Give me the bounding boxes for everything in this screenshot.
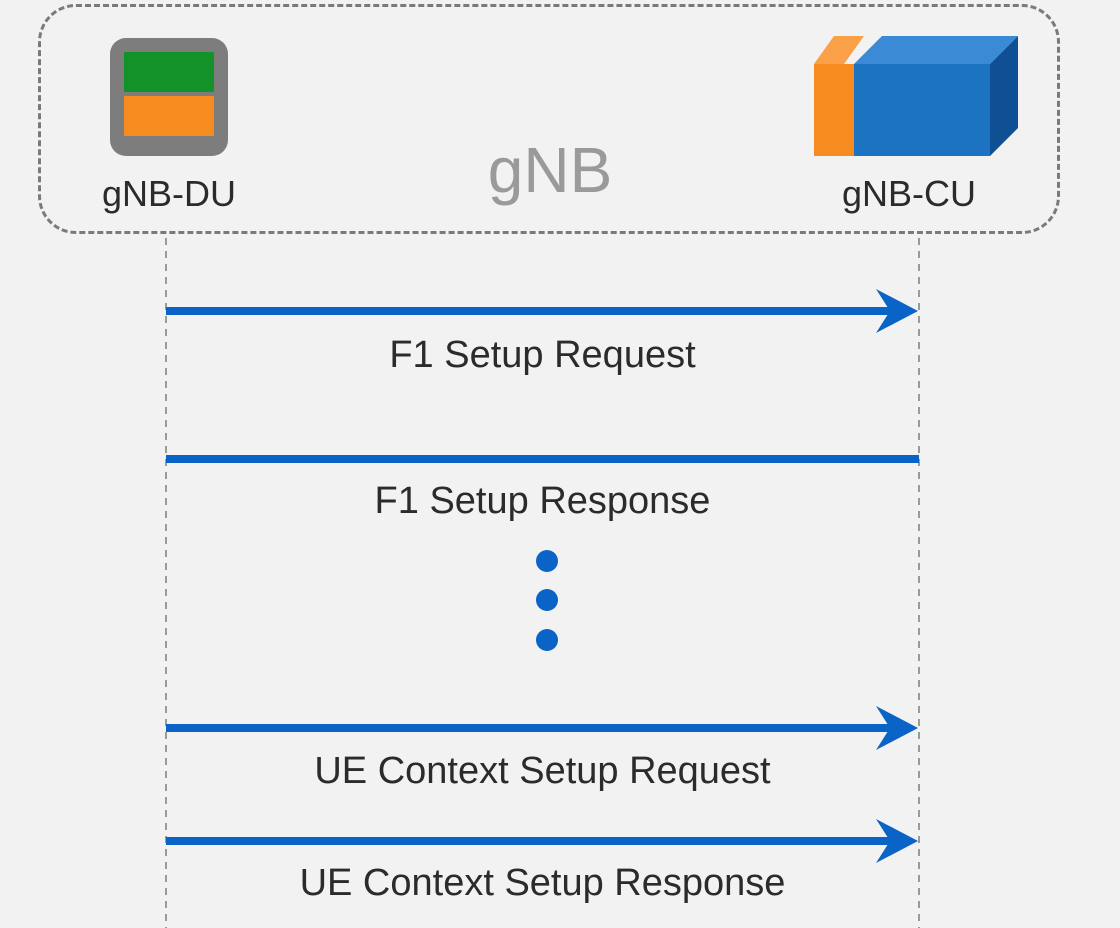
cu-block-icon <box>814 36 1018 156</box>
gnb-du-label: gNB-DU <box>101 173 236 214</box>
ellipsis-dot-1 <box>536 550 558 572</box>
cu-blue-top <box>854 36 1018 64</box>
ellipsis-dot-2 <box>536 589 558 611</box>
cu-orange-front <box>814 64 858 156</box>
du-module-icon <box>110 38 228 156</box>
msg-ue-context-setup-request-head <box>876 706 918 750</box>
msg-ue-context-setup-response-head <box>876 819 918 863</box>
du-green-block <box>124 52 214 92</box>
cu-orange-top <box>814 36 864 64</box>
msg-f1-setup-request-head <box>876 289 918 333</box>
cu-blue-front <box>854 64 990 156</box>
ellipsis-dot-3 <box>536 629 558 651</box>
du-orange-block <box>124 96 214 136</box>
msg-label-f1-setup-request: F1 Setup Request <box>389 334 696 376</box>
gnb-group-frame <box>38 4 1060 234</box>
msg-label-f1-setup-response: F1 Setup Response <box>374 480 711 522</box>
msg-label-ue-context-setup-response: UE Context Setup Response <box>299 862 786 904</box>
gnb-cu-label: gNB-CU <box>841 173 976 214</box>
gnb-group-label: gNB <box>487 134 613 206</box>
cu-blue-side <box>990 36 1018 156</box>
msg-label-ue-context-setup-request: UE Context Setup Request <box>314 750 771 792</box>
